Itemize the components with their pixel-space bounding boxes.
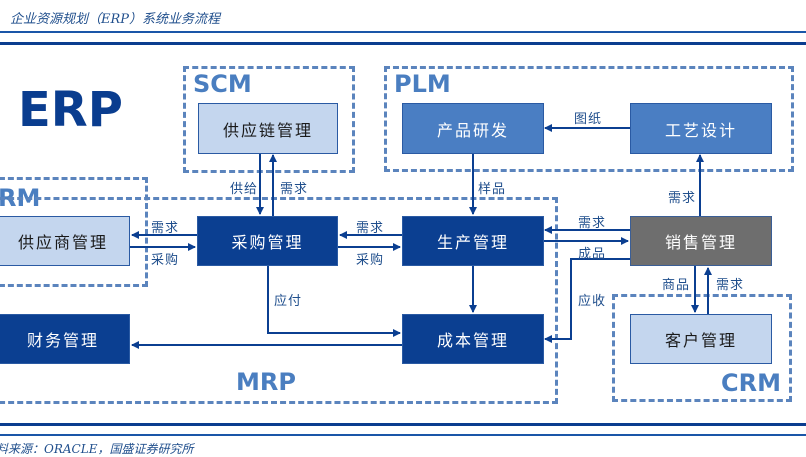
mrp-group-label: MRP [236, 368, 296, 396]
header-rule-thin [0, 31, 806, 33]
label-purchase-supplier: 采购 [151, 253, 180, 268]
label-sample: 样品 [478, 182, 507, 197]
footer-source: 资料来源：ORACLE，国盛证券研究所 [0, 442, 194, 456]
edge-receivable [544, 258, 630, 343]
node-production-management: 生产管理 [402, 216, 544, 266]
node-customer-management: 客户管理 [630, 314, 772, 364]
node-supply-chain-management: 供应链管理 [198, 103, 338, 154]
label-demand-plm: 需求 [668, 191, 697, 206]
crm-group [612, 294, 792, 402]
label-demand-sales: 需求 [578, 216, 607, 231]
label-demand-scm: 需求 [280, 182, 309, 197]
node-supplier-management: 供应商管理 [0, 216, 130, 266]
label-supply: 供给 [230, 182, 259, 197]
label-drawing: 图纸 [574, 112, 603, 127]
node-sales-management: 销售管理 [630, 216, 772, 266]
label-finished-goods: 成品 [578, 247, 607, 262]
erp-title: ERP [18, 82, 123, 138]
label-receivable: 应收 [578, 294, 607, 309]
label-goods: 商品 [662, 278, 691, 293]
report-header-title: 企业资源规划（ERP）系统业务流程 [10, 12, 221, 27]
srm-group [0, 177, 148, 287]
scm-group [183, 66, 355, 173]
crm-group-label: CRM [721, 369, 781, 397]
plm-group [384, 66, 794, 172]
label-demand-prod: 需求 [356, 221, 385, 236]
scm-group-label: SCM [193, 70, 252, 98]
label-demand-supplier: 需求 [151, 221, 180, 236]
node-purchasing-management: 采购管理 [197, 216, 338, 266]
node-cost-management: 成本管理 [402, 314, 544, 364]
edge-payable [267, 266, 401, 337]
header-rule-thick [0, 42, 806, 45]
label-payable: 应付 [274, 294, 303, 309]
node-process-design: 工艺设计 [630, 103, 772, 154]
plm-group-label: PLM [394, 70, 451, 98]
node-finance-management: 财务管理 [0, 314, 130, 364]
mrp-group [0, 197, 558, 404]
label-demand-customer: 需求 [716, 278, 745, 293]
label-purchase-prod: 采购 [356, 253, 385, 268]
node-product-rd: 产品研发 [402, 103, 544, 154]
footer-rule-thin [0, 434, 806, 436]
footer-rule-thick [0, 423, 806, 426]
